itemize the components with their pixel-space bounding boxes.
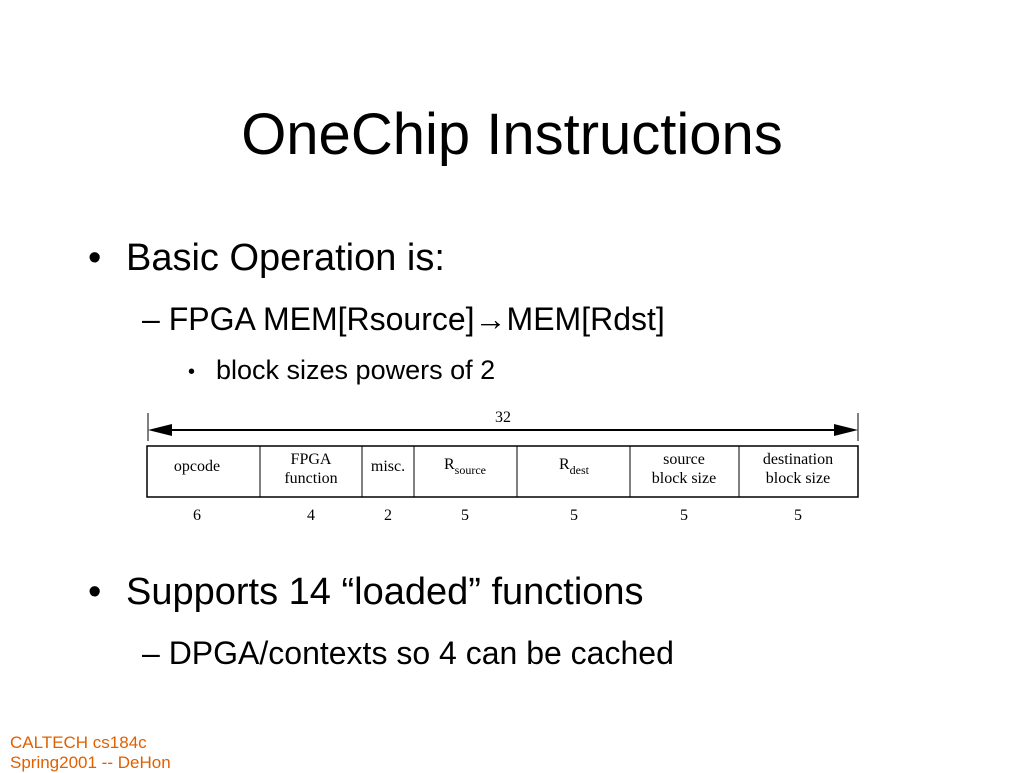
field-rsource-bits: 5 (461, 507, 469, 524)
bullet-marker: • (188, 360, 196, 383)
bullet-text: Supports 14 “loaded” functions (126, 571, 644, 613)
total-bits-label: 32 (495, 409, 511, 426)
field-rdest-bits: 5 (570, 507, 578, 524)
instruction-word-box (146, 445, 859, 498)
bullet-supports-functions: • Supports 14 “loaded” functions (88, 570, 644, 614)
field-opcode-bits: 6 (193, 507, 201, 524)
subbullet-dpga-contexts: – DPGA/contexts so 4 can be cached (142, 634, 674, 672)
slide-title: OneChip Instructions (241, 102, 783, 167)
subbullet-text-prefix: FPGA MEM[Rsource] (168, 301, 475, 337)
field-misc-label: misc. (371, 458, 405, 475)
dash-marker: – (142, 301, 160, 337)
field-fpga-label-line2: function (284, 470, 337, 487)
bullet-marker: • (88, 571, 102, 613)
subbullet-text: DPGA/contexts so 4 can be cached (168, 635, 674, 671)
field-fpga-label-line1: FPGA (291, 451, 332, 468)
right-arrow-icon: → (474, 301, 507, 337)
subsubbullet-block-sizes: • block sizes powers of 2 (188, 354, 495, 388)
field-misc-bits: 2 (384, 507, 392, 524)
field-source-block-size-line2: block size (652, 470, 716, 487)
subbullet-text-suffix: MEM[Rdst] (506, 301, 665, 337)
bullet-basic-operation: • Basic Operation is: (88, 236, 445, 280)
footer-line-term: Spring2001 -- DeHon (10, 753, 171, 772)
arrow-left-icon (148, 424, 172, 436)
field-destination-block-size-line2: block size (766, 470, 830, 487)
dash-marker: – (142, 635, 160, 671)
field-rdest-label: Rdest (559, 456, 590, 477)
field-destination-block-size-bits: 5 (794, 507, 802, 524)
field-source-block-size-line1: source (663, 451, 705, 468)
subsubbullet-text: block sizes powers of 2 (216, 355, 496, 385)
field-source-block-size-bits: 5 (680, 507, 688, 524)
instruction-format-diagram: 32 opcode FPGA function misc. Rsource Rd… (146, 409, 859, 524)
field-rsource-label: Rsource (444, 456, 486, 477)
field-destination-block-size-line1: destination (763, 451, 833, 468)
field-opcode-label: opcode (174, 458, 220, 475)
footer-line-course: CALTECH cs184c (10, 733, 147, 752)
subbullet-fpga-mem: – FPGA MEM[Rsource]→MEM[Rdst] (142, 300, 665, 338)
bullet-marker: • (88, 237, 102, 279)
arrow-right-icon (834, 424, 858, 436)
field-fpga-bits: 4 (307, 507, 315, 524)
bullet-text: Basic Operation is: (126, 237, 445, 279)
slide-footer: CALTECH cs184c Spring2001 -- DeHon (10, 733, 171, 773)
